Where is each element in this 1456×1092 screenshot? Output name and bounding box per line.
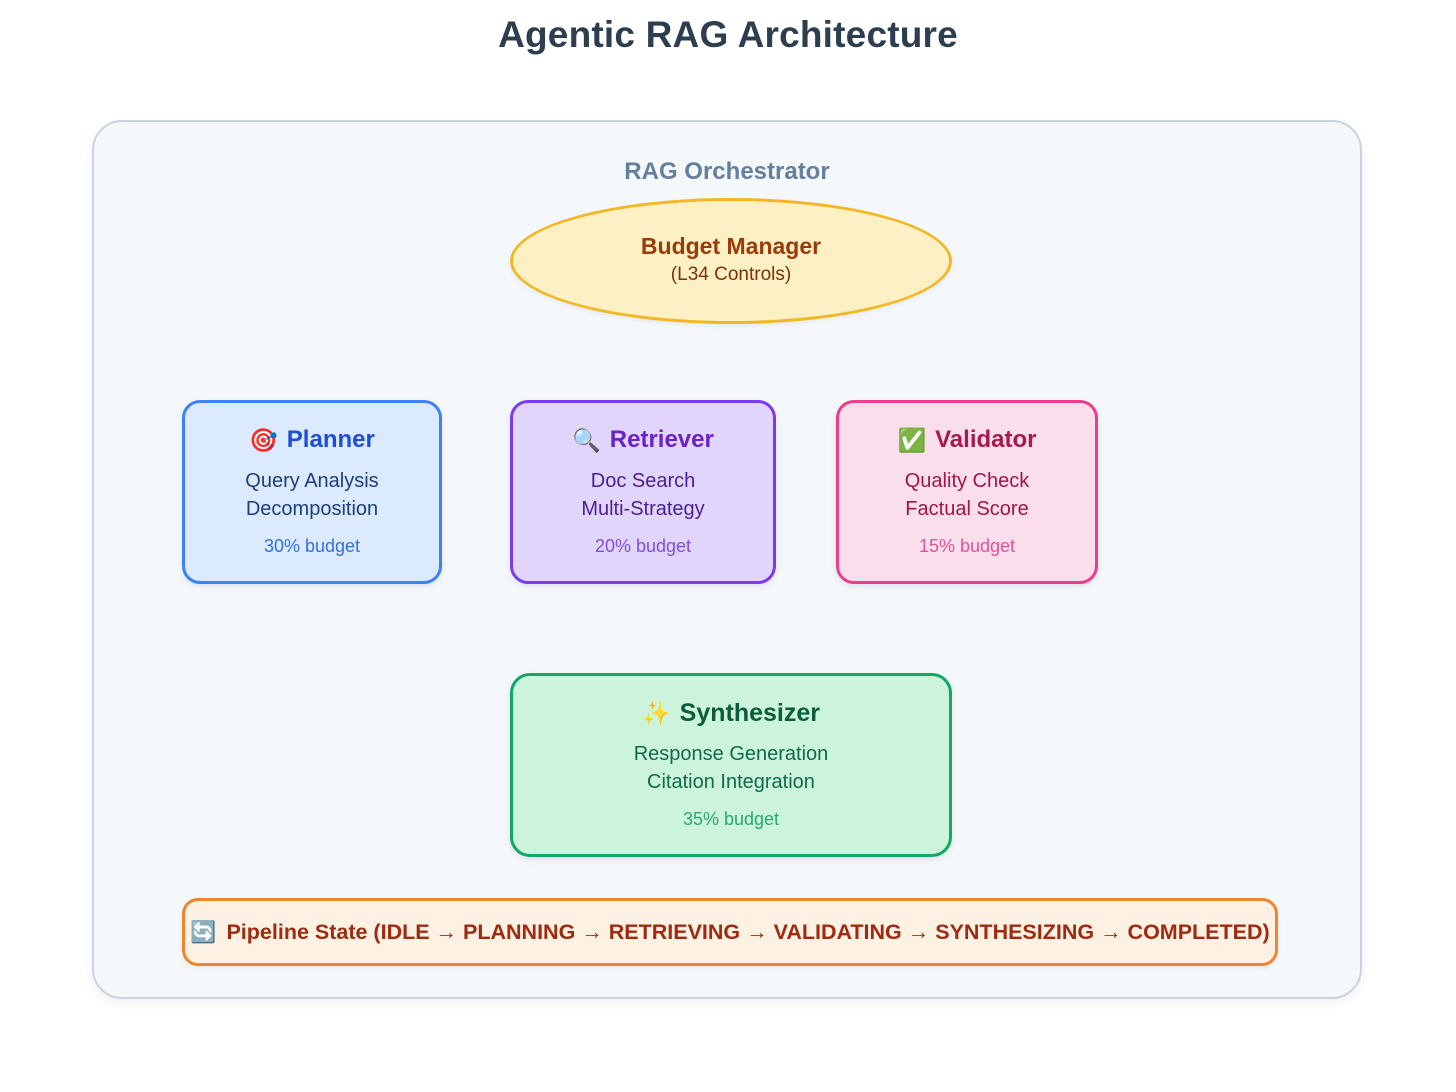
validator-title: Validator [935,426,1037,454]
planner-header: 🎯 Planner [249,426,375,454]
page-title: Agentic RAG Architecture [498,14,958,55]
node-planner[interactable]: 🎯 Planner Query Analysis Decomposition 3… [182,400,442,584]
retriever-title: Retriever [609,426,714,454]
check-mark-icon: ✅ [897,426,927,453]
retriever-line-2: Multi-Strategy [581,497,705,520]
validator-budget: 15% budget [918,535,1016,556]
validator-line-2: Factual Score [905,497,1029,520]
pipeline-state-bar[interactable]: 🔄 Pipeline State (IDLE → PLANNING → RETR… [182,898,1278,966]
synthesizer-title: Synthesizer [679,698,820,727]
target-icon: 🎯 [249,426,278,453]
synthesizer-header: ✨ Synthesizer [642,698,820,728]
node-budget-manager[interactable]: Budget Manager (L34 Controls) [510,198,952,324]
sparkles-icon: ✨ [642,700,671,726]
node-validator[interactable]: ✅ Validator Quality Check Factual Score … [836,400,1098,584]
refresh-icon: 🔄 [190,920,217,944]
synthesizer-line-1: Response Generation [633,743,829,766]
pipeline-state-text: Pipeline State (IDLE → PLANNING → RETRIE… [226,919,1270,944]
orchestrator-label: RAG Orchestrator [624,158,830,185]
retriever-line-1: Doc Search [590,469,696,492]
budget-manager-title: Budget Manager [640,232,822,259]
magnifier-icon: 🔍 [572,426,601,453]
planner-line-2: Decomposition [245,497,379,520]
planner-line-1: Query Analysis [245,469,379,492]
retriever-budget: 20% budget [594,535,692,556]
validator-line-1: Quality Check [904,469,1030,492]
planner-title: Planner [286,426,375,454]
budget-manager-subtitle: (L34 Controls) [670,263,792,285]
node-retriever[interactable]: 🔍 Retriever Doc Search Multi-Strategy 20… [510,400,776,584]
node-synthesizer[interactable]: ✨ Synthesizer Response Generation Citati… [510,673,952,857]
retriever-header: 🔍 Retriever [572,426,714,454]
synthesizer-budget: 35% budget [682,809,780,830]
validator-header: ✅ Validator [897,426,1037,454]
planner-budget: 30% budget [263,535,361,556]
synthesizer-line-2: Citation Integration [647,771,815,794]
